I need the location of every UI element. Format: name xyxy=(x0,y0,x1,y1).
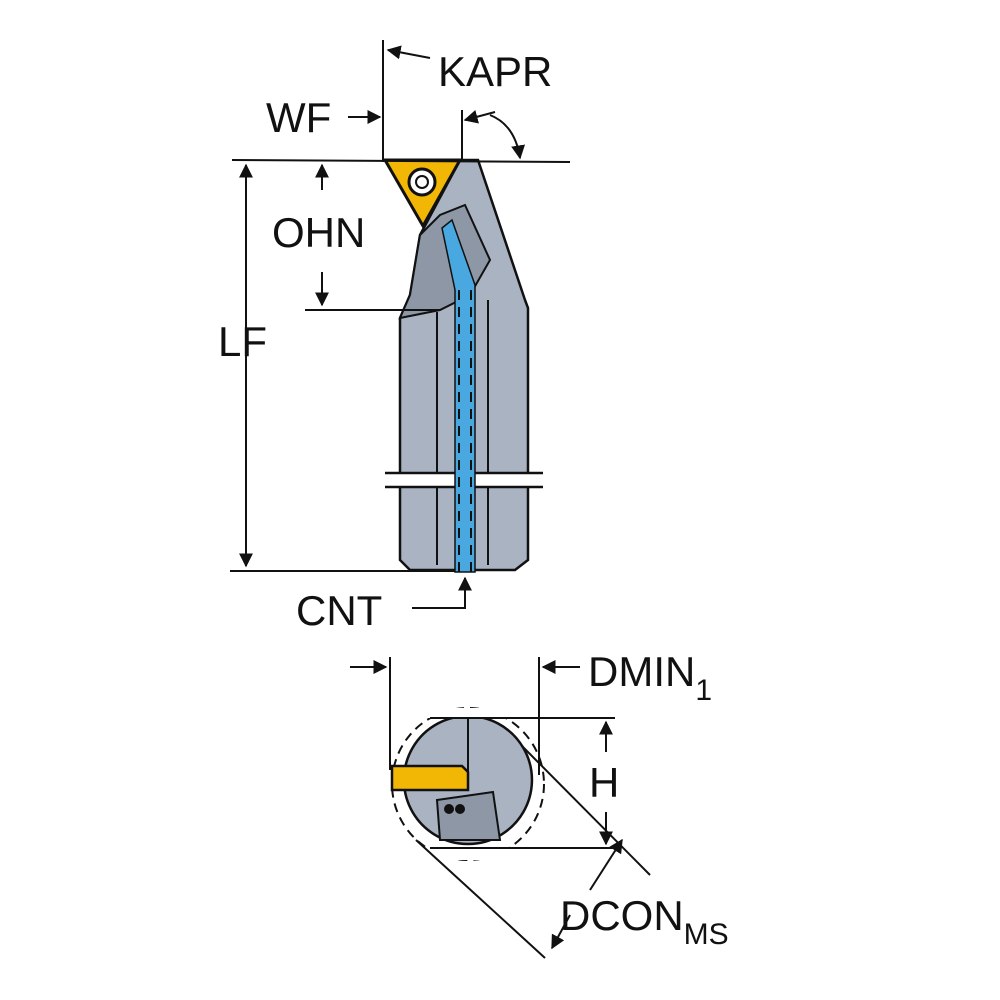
kapr-top-arrow xyxy=(386,45,431,60)
side-view xyxy=(382,158,543,573)
dcon-arrow xyxy=(589,838,623,891)
section-flat-top xyxy=(402,708,542,718)
label-dmin-sub: 1 xyxy=(695,674,712,707)
dcon-circle xyxy=(391,707,545,861)
label-dcon-main: DCON xyxy=(560,892,684,939)
section-flat-bottom xyxy=(402,848,542,860)
insert-end xyxy=(390,764,470,792)
dcon-extension-bottom xyxy=(415,839,546,959)
coolant-hole xyxy=(455,804,465,814)
cnt-leader xyxy=(412,576,472,609)
dcon-arrow-lower xyxy=(551,914,571,950)
label-cnt: CNT xyxy=(296,587,382,634)
label-dmin-main: DMIN xyxy=(588,648,695,695)
dcon-extension-top xyxy=(521,745,651,876)
side-dimensions xyxy=(230,40,571,609)
kapr-arc xyxy=(489,114,526,160)
label-ohn: OHN xyxy=(272,209,365,256)
end-dimensions xyxy=(350,657,651,959)
label-lf: LF xyxy=(218,318,267,365)
kapr-side-arrow xyxy=(463,109,496,124)
label-dmin: DMIN1 xyxy=(588,648,712,707)
section-inner-pocket xyxy=(435,790,502,841)
coolant-hole xyxy=(444,804,454,814)
top-reference-line xyxy=(231,159,571,163)
insert-screw-inner xyxy=(415,175,429,189)
label-dcon-sub: MS xyxy=(684,918,729,951)
label-wf: WF xyxy=(266,94,331,141)
label-dcon: DCONMS xyxy=(560,892,729,951)
label-kapr: KAPR xyxy=(438,48,552,95)
label-h: H xyxy=(589,759,619,806)
end-view xyxy=(390,707,545,861)
